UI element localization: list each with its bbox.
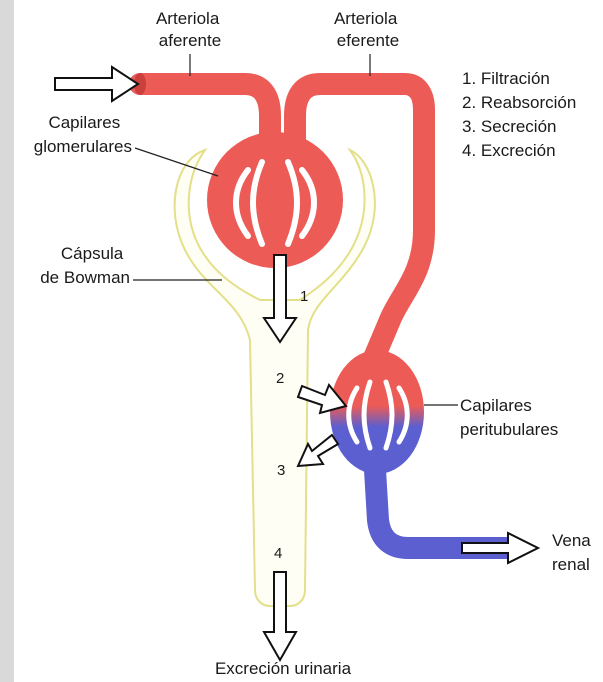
legend-item-4: 4. Excreción xyxy=(462,141,556,160)
legend-item-3: 3. Secreción xyxy=(462,117,557,136)
afferent-inflow-arrow xyxy=(55,67,138,101)
glomerulus xyxy=(207,132,343,268)
glomerular-leader xyxy=(135,148,218,176)
glomerular-label: Capilares glomerulares xyxy=(34,113,132,156)
process-number-3: 3 xyxy=(277,462,285,479)
peritubular-capillaries xyxy=(330,350,424,474)
vein-label: Vena renal xyxy=(552,531,596,574)
process-number-2: 2 xyxy=(276,370,284,387)
legend-item-1: 1. Filtración xyxy=(462,69,550,88)
process-number-4: 4 xyxy=(274,545,282,562)
legend-item-2: 2. Reabsorción xyxy=(462,93,576,112)
legend-list: 1. Filtración 2. Reabsorción 3. Secreció… xyxy=(462,69,581,160)
efferent-label: Arteriola eferente xyxy=(334,9,402,50)
excretion-label: Excreción urinaria xyxy=(215,659,352,678)
afferent-arteriole xyxy=(140,84,270,145)
page-edge-shadow xyxy=(0,0,14,682)
process-number-1: 1 xyxy=(300,288,308,305)
peritubular-label: Capilares peritubulares xyxy=(460,396,558,439)
renal-vein-vessel xyxy=(375,470,510,548)
afferent-label: Arteriola aferente xyxy=(156,9,224,50)
bowman-label: Cápsula de Bowman xyxy=(40,244,130,287)
